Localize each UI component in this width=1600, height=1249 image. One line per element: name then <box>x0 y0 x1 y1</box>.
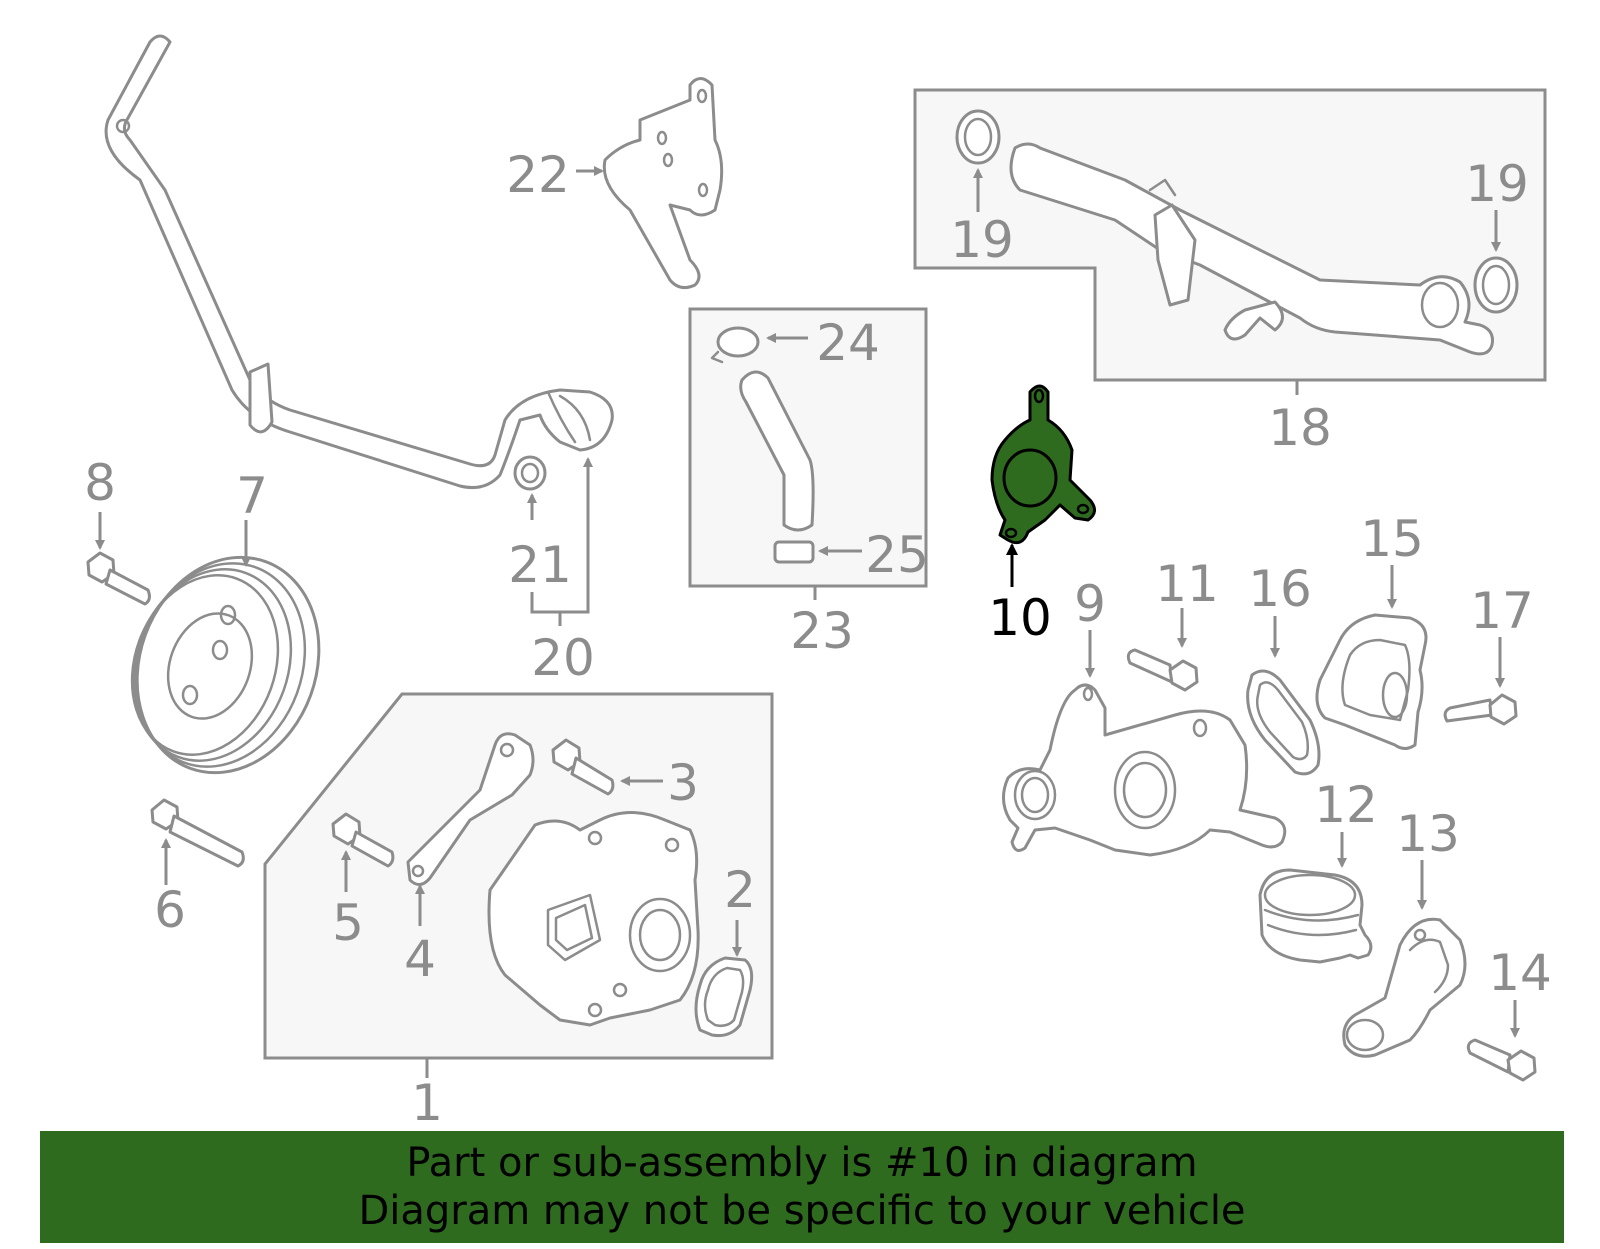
callout-7: 7 <box>236 467 268 525</box>
bolt-8 <box>86 551 151 606</box>
callout-20: 20 <box>531 629 595 687</box>
banner-line-disclaimer: Diagram may not be specific to your vehi… <box>358 1188 1246 1234</box>
callout-23: 23 <box>790 602 854 660</box>
bracket-22 <box>602 77 724 290</box>
o-ring-19-left <box>955 109 1001 165</box>
thermostat-12 <box>1258 868 1373 964</box>
gasket-2 <box>694 956 754 1037</box>
callout-12: 12 <box>1314 776 1378 834</box>
callout-24: 24 <box>816 314 880 372</box>
callout-4: 4 <box>404 930 436 988</box>
callout-13: 13 <box>1396 805 1460 863</box>
callout-21: 21 <box>508 536 572 594</box>
callout-9: 9 <box>1074 575 1106 633</box>
water-pump-1 <box>487 811 700 1027</box>
callout-2: 2 <box>724 861 756 919</box>
bolt-11 <box>1126 648 1199 692</box>
callout-8: 8 <box>84 454 116 512</box>
hose-clamp-25 <box>773 540 815 564</box>
callout-25: 25 <box>865 526 929 584</box>
callout-18: 18 <box>1268 399 1332 457</box>
o-ring-19-right <box>1473 256 1519 314</box>
bolt-14 <box>1466 1038 1537 1082</box>
gasket-16 <box>1246 669 1321 776</box>
bolt-5 <box>331 812 395 868</box>
info-banner: Part or sub-assembly is #10 in diagram D… <box>40 1131 1564 1243</box>
callout-17: 17 <box>1470 582 1534 640</box>
callout-19-left: 19 <box>950 211 1014 269</box>
callout-6: 6 <box>154 881 186 939</box>
thermostat-housing-9 <box>1002 683 1287 857</box>
coolant-pipe-20 <box>104 34 614 490</box>
o-ring-21 <box>513 455 547 491</box>
banner-line-part: Part or sub-assembly is #10 in diagram <box>406 1140 1198 1186</box>
pulley-7 <box>130 555 321 775</box>
callout-1: 1 <box>411 1074 443 1132</box>
hose-clamp-24 <box>710 326 760 364</box>
leader-lines <box>95 166 1520 1078</box>
coolant-hose-23 <box>739 370 815 532</box>
bolt-17 <box>1443 693 1518 726</box>
bracket-4 <box>406 732 535 886</box>
bolt-6 <box>150 798 245 868</box>
callout-10: 10 <box>988 589 1052 647</box>
thermostat-cover-15 <box>1315 613 1428 750</box>
callout-22: 22 <box>506 146 570 204</box>
gasket-10 <box>990 384 1096 545</box>
coolant-pipe-18 <box>1009 142 1494 356</box>
callout-11: 11 <box>1155 555 1219 613</box>
callout-16: 16 <box>1248 560 1312 618</box>
callout-19-right: 19 <box>1465 155 1529 213</box>
callout-3: 3 <box>667 754 699 812</box>
callout-15: 15 <box>1360 510 1424 568</box>
water-outlet-13 <box>1342 917 1467 1058</box>
callout-14: 14 <box>1488 944 1552 1002</box>
bolt-3 <box>551 738 615 796</box>
callout-5: 5 <box>332 894 364 952</box>
